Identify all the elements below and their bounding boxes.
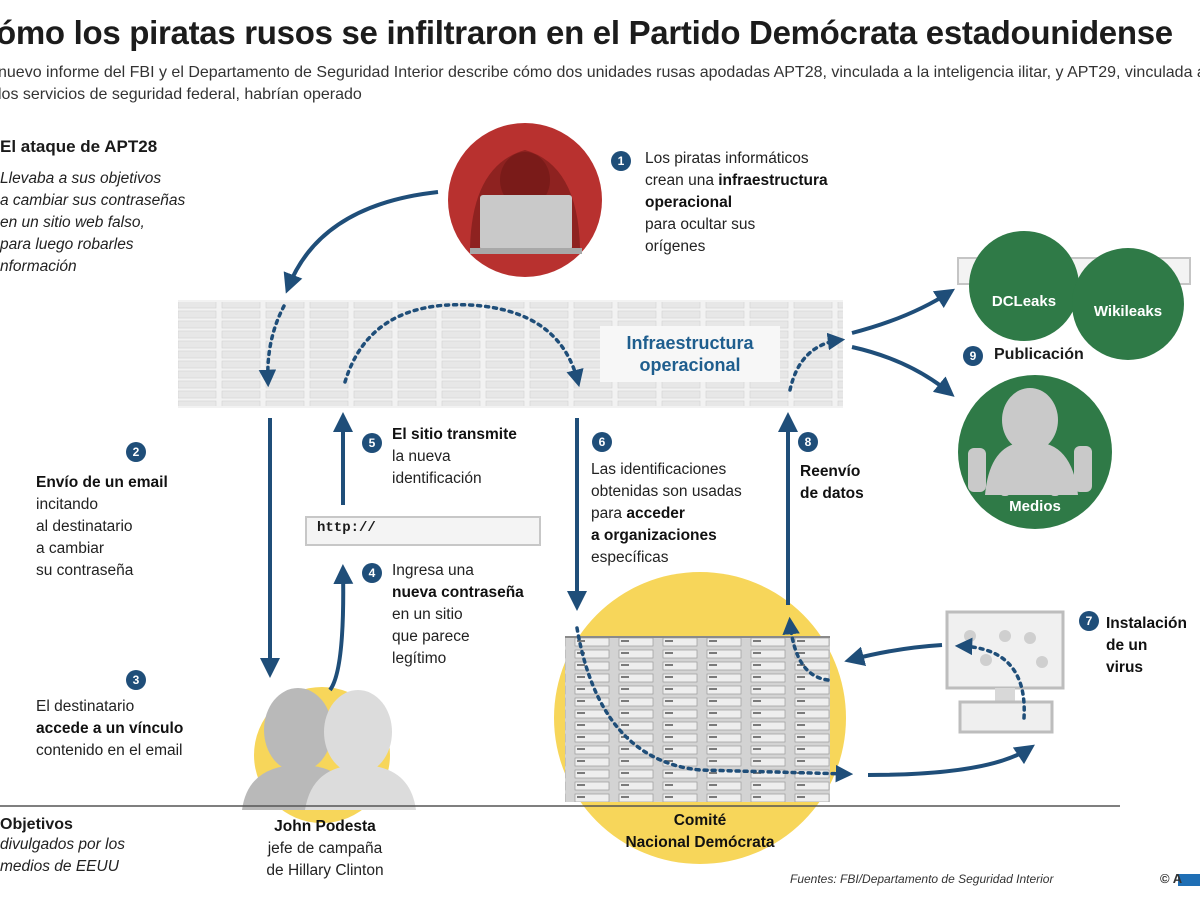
step-4-badge: 4 — [362, 563, 382, 583]
dcleaks-circle — [969, 231, 1079, 341]
podesta-caption: John Podesta jefe de campaña de Hillary … — [266, 818, 384, 879]
step-6-text: Las identificaciones obtenidas son usada… — [591, 461, 742, 566]
wikileaks-label: Wikileaks — [1093, 303, 1163, 320]
medios-label: Medios — [1009, 498, 1061, 515]
step-2-text: Envío de un email incitando al destinata… — [36, 474, 168, 579]
people-silhouette — [242, 688, 416, 810]
dcleaks-label: DCLeaks — [991, 293, 1057, 310]
step-1-text: Los piratas informáticos crean una infra… — [645, 150, 828, 255]
computer-illustration — [945, 610, 1065, 734]
arrow-hacker-to-infra — [283, 190, 439, 294]
dotted-infra-down — [258, 304, 286, 388]
dotted-infra-loop — [343, 302, 584, 388]
attack-description: Llevaba a sus objetivos a cambiar sus co… — [0, 170, 186, 275]
afp-logo-mark — [1178, 874, 1200, 886]
page-title: ómo los piratas rusos se infiltraron en … — [0, 14, 1173, 51]
arrow-virus-to-dnc — [844, 643, 943, 667]
step-7-badge: 7 — [1079, 611, 1099, 631]
step-5-badge: 5 — [362, 433, 382, 453]
sources-note: Fuentes: FBI/Departamento de Seguridad I… — [790, 872, 1054, 886]
step-3-text: El destinatario accede a un vínculo cont… — [36, 698, 184, 759]
step-8-text: Reenvío de datos — [800, 463, 864, 502]
step-3-badge: 3 — [126, 670, 146, 690]
infrastructure-label: Infraestructura operacional — [626, 333, 754, 375]
dotted-up-right — [788, 332, 846, 392]
objetivos-block: Objetivos divulgados por los medios de E… — [0, 816, 125, 875]
step-9-badge: 9 — [963, 346, 983, 366]
credit: © A — [1160, 871, 1183, 886]
wikileaks-circle — [1072, 248, 1184, 360]
page-subtitle: nuevo informe del FBI y el Departamento … — [0, 64, 1200, 103]
arrow-step4-up — [328, 564, 354, 692]
step-4-text: Ingresa una nueva contraseña en un sitio… — [392, 562, 524, 667]
step-9-text: Publicación — [994, 346, 1084, 363]
step-7-text: Instalación de un virus — [1106, 615, 1187, 676]
step-8-badge: 8 — [798, 432, 818, 452]
attack-heading: El ataque de APT28 — [0, 137, 158, 156]
arrow-infra-to-medios — [851, 345, 955, 397]
dotted-computer — [954, 637, 1026, 720]
url-bar: http:// — [305, 516, 541, 546]
hacker-illustration — [448, 123, 602, 277]
step-2-badge: 2 — [126, 442, 146, 462]
dnc-caption: Comité Nacional Demócrata — [625, 812, 775, 851]
step-1-badge: 1 — [611, 151, 631, 171]
step-6-badge: 6 — [592, 432, 612, 452]
infra-label-backdrop — [600, 326, 780, 382]
press-illustration — [968, 388, 1092, 496]
dotted-dnc-up — [782, 616, 830, 682]
dotted-dnc-path — [575, 626, 854, 783]
arrow-infra-to-dcleaks — [851, 288, 956, 335]
step-5-text: El sitio transmite la nueva identificaci… — [392, 426, 517, 487]
arrow-dnc-to-computer — [867, 744, 1035, 777]
